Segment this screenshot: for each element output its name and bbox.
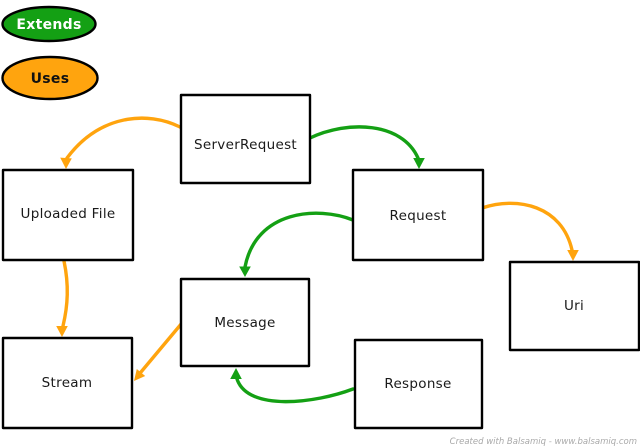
arrowhead-uses-stream-top bbox=[56, 326, 68, 337]
edge-extends-serverrequest-request bbox=[308, 125, 420, 160]
edge-uses-serverrequest-uploadedfile bbox=[65, 116, 182, 160]
node-response: Response bbox=[353, 338, 484, 430]
node-message-label: Message bbox=[214, 315, 275, 331]
edges bbox=[56, 116, 579, 404]
legend-uses-ellipse bbox=[1, 55, 99, 101]
node-uri: Uri bbox=[508, 260, 640, 352]
arrowhead-extends-message-top bbox=[239, 266, 251, 277]
node-response-label: Response bbox=[384, 376, 451, 392]
node-request: Request bbox=[351, 168, 485, 262]
arrowhead-extends-message-bottom bbox=[230, 368, 242, 379]
node-uploaded-file-label: Uploaded File bbox=[21, 206, 116, 222]
arrowhead-uses-uploadedfile bbox=[60, 157, 72, 169]
node-server-request: ServerRequest bbox=[179, 93, 312, 185]
node-uploaded-file: Uploaded File bbox=[1, 168, 135, 262]
edge-extends-response-message bbox=[235, 377, 355, 404]
nodes: ServerRequest Uploaded File Request Mess… bbox=[1, 93, 640, 430]
edge-uses-message-stream bbox=[139, 321, 184, 374]
balsamiq-credit: Created with Balsamiq - www.balsamiq.com bbox=[450, 437, 637, 447]
edge-uses-request-uri bbox=[480, 201, 574, 252]
edge-extends-request-message bbox=[243, 211, 355, 269]
edge-uses-uploadedfile-stream bbox=[61, 259, 69, 328]
arrowhead-extends-request bbox=[413, 158, 425, 169]
node-server-request-label: ServerRequest bbox=[194, 137, 297, 153]
node-uri-label: Uri bbox=[564, 298, 584, 314]
legend-extends-ellipse bbox=[1, 5, 97, 43]
arrowhead-uses-uri bbox=[567, 250, 579, 261]
legend-extends-label: Extends bbox=[16, 17, 81, 33]
node-stream-label: Stream bbox=[42, 375, 93, 391]
legend: Extends Uses bbox=[1, 5, 99, 101]
arrowhead-uses-stream-right bbox=[134, 369, 146, 381]
node-request-label: Request bbox=[390, 208, 447, 224]
node-message: Message bbox=[179, 277, 311, 368]
legend-uses-label: Uses bbox=[31, 71, 70, 87]
node-stream: Stream bbox=[1, 336, 134, 430]
